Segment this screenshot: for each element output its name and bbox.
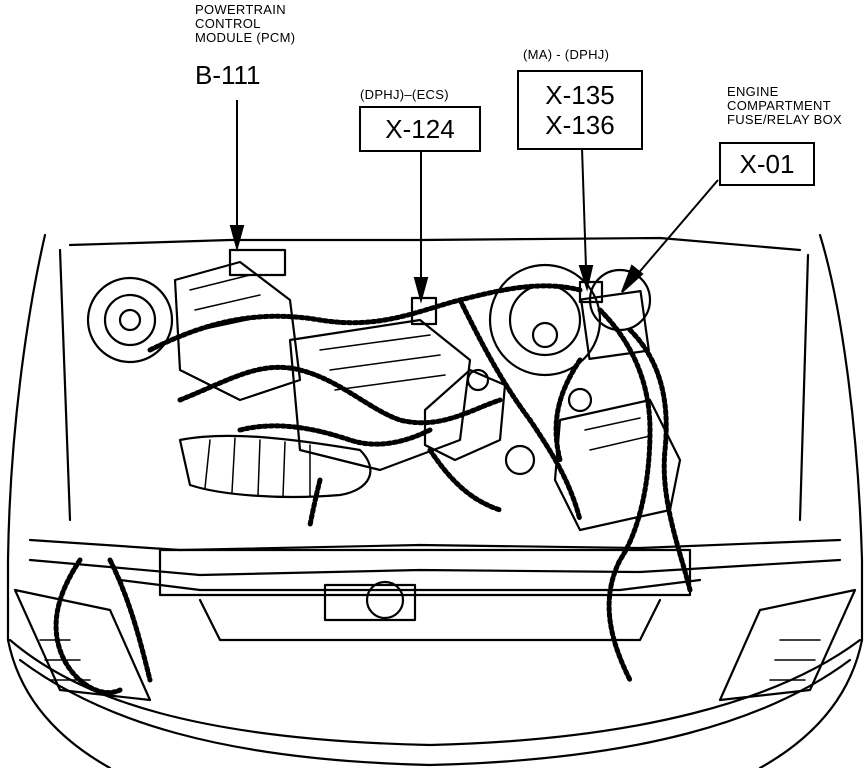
pcm-label-line3: MODULE (PCM) — [195, 30, 296, 45]
x124-box: X-124 — [359, 106, 481, 152]
cowl-line — [68, 236, 802, 252]
x01-label-line3: FUSE/RELAY BOX — [727, 112, 842, 127]
x124-code: X-124 — [385, 114, 455, 144]
coolant-reservoir — [423, 368, 507, 462]
x01-leader-line — [635, 179, 719, 277]
pcm-arrowhead — [229, 225, 245, 252]
x136-code: X-136 — [545, 110, 615, 140]
air-cleaner — [173, 260, 302, 402]
x135-leader-line — [581, 147, 587, 269]
x01-label-line1: ENGINE — [727, 84, 779, 99]
x135-label: (MA) - (DPHJ) — [523, 47, 610, 62]
x135-arrowhead — [578, 265, 594, 292]
radiator-support — [28, 538, 842, 552]
pcm-unit — [228, 248, 287, 277]
x124-arrowhead — [413, 277, 429, 304]
left-strut-tower — [86, 276, 174, 364]
left-headlamp — [13, 588, 152, 702]
brake-booster — [488, 263, 602, 377]
x01-code: X-01 — [739, 149, 795, 179]
intake-tube — [178, 434, 372, 499]
x01-arrowhead — [621, 264, 644, 293]
pcm-label-line1: POWERTRAIN — [195, 2, 286, 17]
x124-label: (DPHJ)–(ECS) — [360, 87, 449, 102]
right-headlamp — [718, 588, 857, 702]
x135-box: X-135 X-136 — [517, 70, 643, 150]
pcm-label-line2: CONTROL — [195, 16, 261, 31]
pcm-label: POWERTRAIN CONTROL MODULE (PCM) — [195, 3, 295, 45]
right-fender-outline — [758, 233, 864, 768]
x01-label-line2: COMPARTMENT — [727, 98, 831, 113]
left-fender-outline — [6, 233, 112, 768]
bumper — [8, 638, 862, 747]
battery — [553, 398, 682, 532]
pcm-code: B-111 — [195, 60, 261, 90]
x01-label: ENGINE COMPARTMENT FUSE/RELAY BOX — [727, 85, 842, 127]
x135-code: X-135 — [545, 80, 615, 110]
fuse-box — [580, 290, 650, 360]
wiring-harness-main — [147, 283, 583, 353]
engine-block — [288, 318, 472, 472]
x01-box: X-01 — [719, 142, 815, 186]
